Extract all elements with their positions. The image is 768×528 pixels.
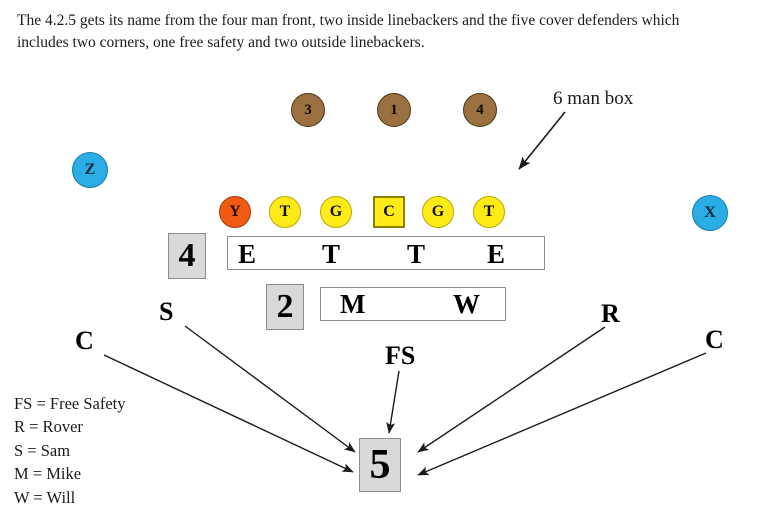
- offense-receiver-x-label: X: [704, 204, 716, 221]
- legend-item-fs: FS = Free Safety: [14, 394, 126, 413]
- coverage-corner-right-label: C: [705, 325, 724, 354]
- rover-arrow: [417, 326, 606, 453]
- offense-line-g-left: G: [320, 196, 352, 228]
- offense-receiver-z: Z: [72, 152, 108, 188]
- offense-line-y-label: Y: [229, 203, 241, 220]
- coverage-free-safety-label: FS: [385, 341, 416, 370]
- corner-right-arrow: [417, 352, 707, 476]
- offense-back-1-label: 1: [390, 101, 398, 118]
- defensive-front-count-label: 4: [178, 237, 196, 274]
- offense-line-g-left-label: G: [329, 203, 343, 220]
- offense-line-g-right: G: [422, 196, 454, 228]
- defensive-line-tackle-left: T: [322, 239, 341, 269]
- linebacker-mike: M: [340, 289, 366, 319]
- sam-arrow: [184, 325, 356, 453]
- legend-item-r: R = Rover: [14, 417, 83, 437]
- defensive-line-box: [227, 236, 545, 270]
- offense-back-3-label: 3: [304, 101, 312, 118]
- offense-line-y: Y: [219, 196, 251, 228]
- defensive-line-tackle-right: T: [407, 239, 426, 269]
- offense-line-t-left-label: T: [279, 203, 291, 220]
- coverage-sam-label: S: [159, 297, 174, 326]
- corner-left-arrow: [103, 354, 354, 473]
- offense-line-t-left: T: [269, 196, 301, 228]
- free-safety-arrow: [386, 370, 400, 434]
- diagram-caption: The 4.2.5 gets its name from the four ma…: [17, 12, 680, 52]
- offense-back-1: 1: [377, 93, 411, 127]
- offense-receiver-z-label: Z: [84, 161, 96, 178]
- legend-item-w: W = Will: [14, 487, 76, 507]
- offense-line-t-right: T: [473, 196, 505, 228]
- linebacker-count-box: 2: [266, 284, 304, 330]
- linebacker-box: [320, 287, 506, 321]
- defensive-front-count-box: 4: [168, 233, 206, 279]
- offense-back-4: 4: [463, 93, 497, 127]
- linebacker-will: W: [453, 289, 480, 319]
- offense-line-center: C: [373, 196, 405, 228]
- offense-line-t-right-label: T: [483, 203, 495, 220]
- offense-line-g-right-label: G: [431, 203, 445, 220]
- offense-back-4-label: 4: [476, 101, 484, 118]
- six-man-box-label: 6 man box: [553, 88, 634, 109]
- coverage-corner-left-label: C: [75, 326, 94, 355]
- coverage-count-box: 5: [359, 438, 401, 492]
- legend-item-m: M = Mike: [14, 464, 82, 484]
- six-man-box-arrow: [518, 111, 566, 170]
- defensive-line-end-left: E: [238, 239, 257, 269]
- offense-line-center-label: C: [383, 203, 395, 220]
- legend-item-s: S = Sam: [14, 440, 71, 460]
- coverage-rover-label: R: [601, 299, 620, 328]
- coverage-count-label: 5: [369, 442, 391, 488]
- offense-receiver-x: X: [692, 195, 728, 231]
- offense-back-3: 3: [291, 93, 325, 127]
- linebacker-count-label: 2: [276, 288, 294, 325]
- legend: FS = Free Safety R = Rover S = Sam M = M…: [14, 392, 126, 509]
- defensive-line-end-right: E: [487, 239, 506, 269]
